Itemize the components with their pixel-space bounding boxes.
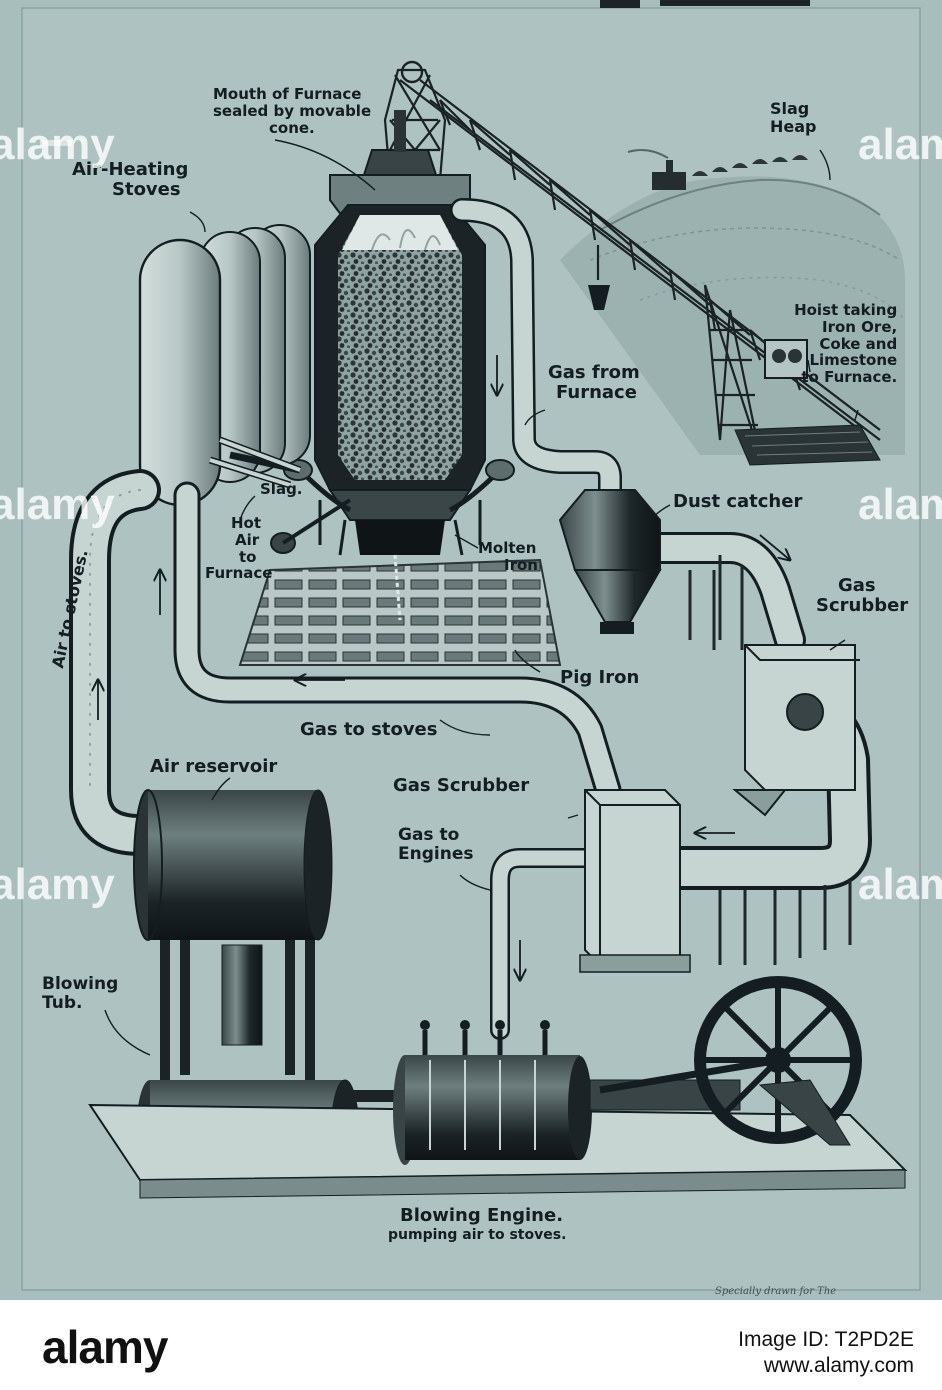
label-gas-to-stoves: Gas to stoves: [300, 719, 438, 740]
gas-scrubber-upper: [732, 644, 860, 817]
molten-iron-stream: [393, 554, 402, 621]
slag-heap: [560, 149, 906, 455]
watermark-marks: [40, 140, 72, 146]
blast-furnace-diagram: [0, 0, 942, 1300]
watermark-left-low: alamy: [0, 860, 115, 909]
watermark-left: alamy: [0, 120, 115, 169]
scrubber-legs: [718, 880, 852, 965]
blowing-engine: [88, 976, 908, 1199]
illustration-credit: Specially drawn for The: [715, 1286, 837, 1297]
image-id: Image ID: T2PD2E: [738, 1328, 914, 1351]
ore-bunker-lines: [744, 431, 873, 456]
label-air-reservoir: Air reservoir: [150, 756, 278, 777]
leader-lines: [104, 139, 859, 1056]
watermark-left-mid: alamy: [0, 480, 115, 529]
ore-bunker: [734, 424, 881, 466]
watermark-right-low: alamy: [858, 860, 942, 909]
dust-catcher: [558, 489, 662, 634]
label-blowing-engine-sub: pumping air to stoves.: [388, 1227, 567, 1243]
stock-footer: alamy Image ID: T2PD2E www.alamy.com: [0, 1300, 942, 1390]
flow-arrows: [98, 355, 790, 980]
stock-url: www.alamy.com: [763, 1354, 914, 1377]
hoist-winding-house: [764, 339, 808, 379]
label-slag: Slag.: [260, 480, 303, 498]
alamy-logo: alamy: [42, 1321, 168, 1373]
slag-train: [627, 149, 808, 190]
blast-furnace: [270, 110, 515, 556]
air-reservoir: [133, 789, 333, 941]
air-heating-stoves: [138, 224, 311, 507]
watermark-right-upper: alamy: [858, 120, 942, 169]
dust-catcher-legs: [688, 555, 744, 650]
gas-scrubber-lower: [579, 789, 691, 973]
label-pig-iron: Pig Iron: [560, 667, 640, 688]
label-blowing-engine: Blowing Engine.: [400, 1205, 564, 1226]
hoist-skip-bucket: [588, 285, 610, 310]
cropped-heading-fragment: [600, 0, 810, 8]
watermark-right-mid: alamy: [858, 480, 942, 529]
label-dust-catcher: Dust catcher: [673, 491, 803, 512]
label-gas-scrubber-lower: Gas Scrubber: [393, 775, 530, 796]
